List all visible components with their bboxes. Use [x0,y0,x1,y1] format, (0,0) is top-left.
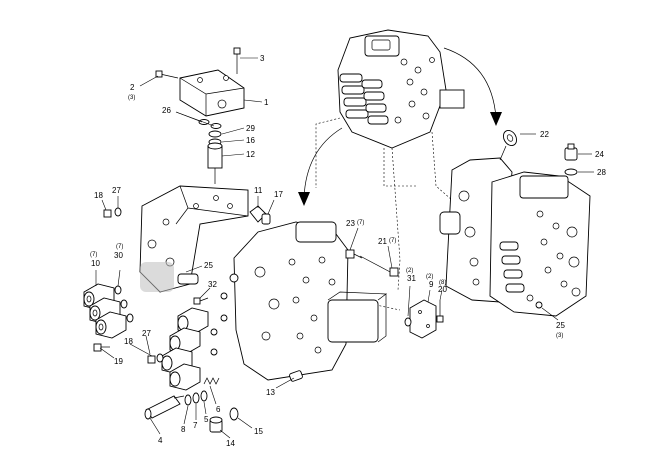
part-1-cover [179,69,245,117]
rotation-arrow-right [443,47,502,126]
part-22-eyebolt [499,130,518,161]
part-21-long-bolt [359,255,399,277]
callout-labels: 1 2 (3) 3 26 29 16 12 22 24 28 25 (3) 11… [90,54,606,448]
label-18-top: 18 [94,191,103,200]
part-31-o-ring [404,317,412,327]
part-20-bolt [436,300,444,323]
label-2: 2 [130,83,135,92]
label-21: 21 [378,237,387,246]
label-6: 6 [216,405,221,414]
label-4: 4 [158,436,163,445]
label-20-qty: (8) [439,280,446,286]
part-4-spool [144,395,185,420]
label-30-qty: (7) [116,244,123,250]
label-9: 9 [429,280,434,289]
label-7: 7 [193,421,198,430]
part-15-o-ring [229,407,239,421]
label-25-qty: (3) [556,333,563,339]
label-11: 11 [254,186,263,195]
part-30-o-rings [114,285,134,323]
label-3: 3 [260,54,265,63]
label-8: 8 [181,425,186,434]
label-27-top: 27 [112,186,121,195]
part-27-ring-top [114,207,122,217]
label-13: 13 [266,388,275,397]
right-valve-plungers [499,241,525,293]
leader-lines [95,57,594,439]
label-16: 16 [246,136,255,145]
right-valve-assembly [439,157,591,317]
part-32-screw [193,297,209,305]
label-20: 20 [438,285,447,294]
label-2-qty: (3) [128,95,135,101]
part-5-ring [200,390,208,402]
label-22: 22 [540,130,549,139]
label-10: 10 [91,259,100,268]
label-23-qty: (7) [357,220,364,226]
part-29-ring [208,130,222,138]
part-10-solenoids [83,283,127,339]
label-23: 23 [346,219,355,228]
label-17: 17 [274,190,283,199]
label-28: 28 [597,168,606,177]
center-small-fittings [210,273,239,356]
label-24: 24 [595,150,604,159]
part-18-plug-bottom [147,355,156,364]
part-28-o-ring [564,168,578,176]
label-10-qty: (7) [90,252,97,258]
label-15: 15 [254,427,263,436]
label-21-qty: (7) [389,238,396,244]
part-14-plug [209,416,223,433]
part-6-spring [203,377,220,385]
label-18-bottom: 18 [124,337,133,346]
part-18-plug-top [103,209,112,218]
part-3-bolt [233,47,241,74]
part-7-ring [192,392,200,404]
part-24-plug [564,143,578,161]
label-1: 1 [264,98,269,107]
blurred-region [140,262,174,292]
part-12-sleeve [207,142,223,184]
part-23-bolt [345,249,363,259]
label-14: 14 [226,439,235,448]
top-valve-assembly [337,29,465,149]
part-19-bolt [93,343,110,352]
label-29: 29 [246,124,255,133]
label-25-left: 25 [204,261,213,270]
top-valve-plungers [339,73,389,125]
label-26: 26 [162,106,171,115]
label-30: 30 [114,251,123,260]
part-8-ring [184,394,192,406]
label-32: 32 [208,280,217,289]
label-25-right: 25 [556,321,565,330]
center-solenoids [161,307,209,391]
label-9-qty: (2) [426,274,433,280]
label-12: 12 [246,150,255,159]
part-27-ring-bottom [156,353,164,363]
part-2-bolt [155,70,179,79]
label-31-qty: (2) [406,268,413,274]
part-9-plate [409,299,437,339]
label-31: 31 [407,274,416,283]
part-17-fitting [261,213,271,225]
part-26-o-ring-b [210,123,222,129]
label-19: 19 [114,357,123,366]
part-25-bolt-right [535,301,543,309]
center-valve-block [233,221,387,381]
label-27-bottom: 27 [142,329,151,338]
label-5: 5 [204,415,209,424]
rotation-arrow-left [298,127,343,206]
